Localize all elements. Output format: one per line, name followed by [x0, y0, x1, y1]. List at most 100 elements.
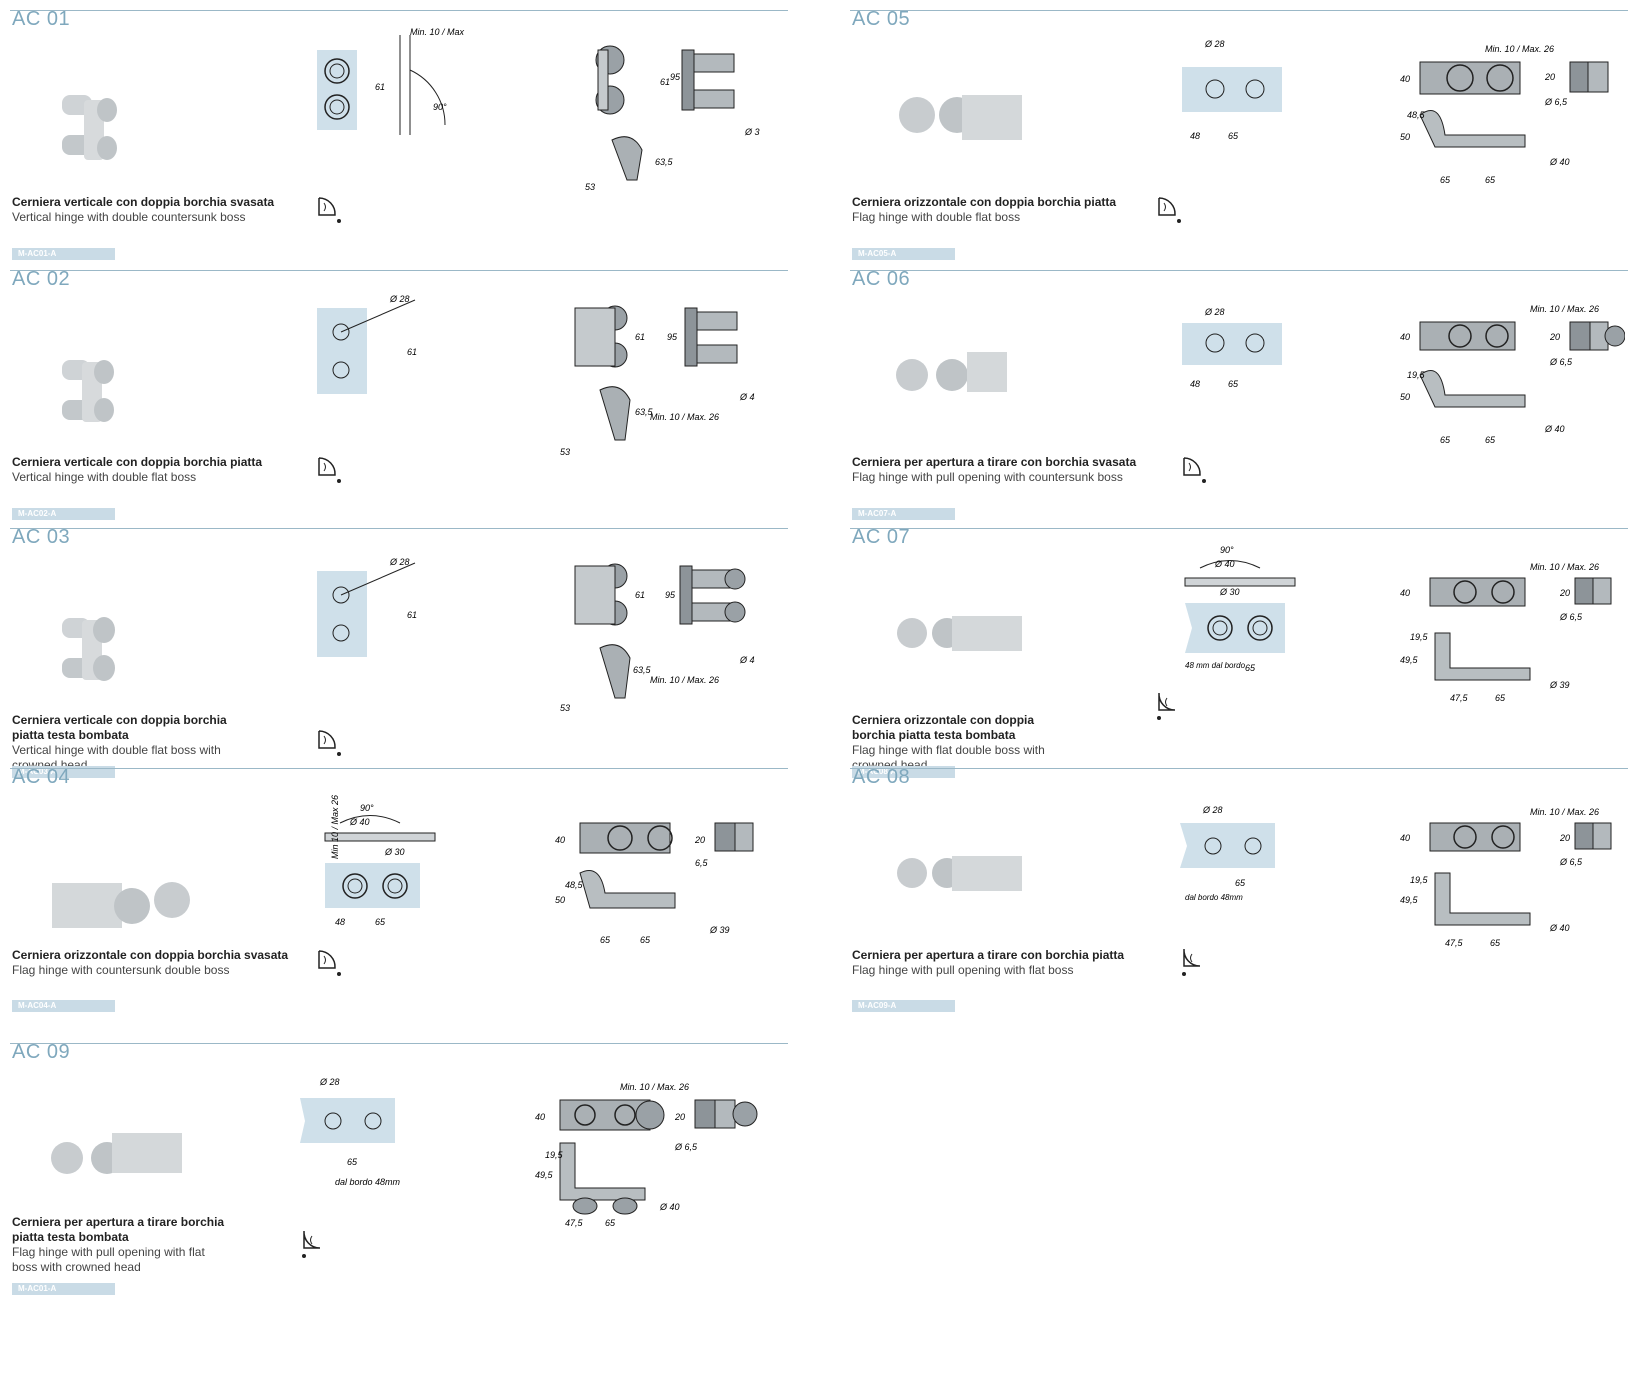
dim-label: 50	[1400, 392, 1410, 402]
dim-label: 40	[1400, 332, 1410, 342]
dim-label: 53	[585, 182, 595, 192]
divider	[10, 10, 788, 11]
dim-label: Ø 6,5	[1549, 357, 1573, 367]
description-english: Flag hinge with pull opening with flat b…	[12, 1245, 205, 1274]
dim-label: Ø 28	[319, 1077, 340, 1087]
product-photo	[897, 616, 1022, 651]
dim-label: 63,5	[635, 407, 654, 417]
technical-drawing-front: Ø 28 65 dal bordo 48mm	[1180, 805, 1275, 902]
dim-label: 20	[1549, 332, 1560, 342]
product-description: Cerniera orizzontale con doppia borchia …	[12, 948, 332, 978]
dim-label: 95	[667, 332, 678, 342]
dim-label: 47,5	[565, 1218, 584, 1228]
dim-label: 20	[1559, 588, 1570, 598]
dim-label: Ø 6,5	[1559, 612, 1583, 622]
dim-label: 90°	[433, 102, 447, 112]
divider	[10, 1043, 788, 1044]
product-description: Cerniera per apertura a tirare con borch…	[852, 455, 1172, 485]
dim-label: 61	[375, 82, 385, 92]
divider	[10, 768, 788, 769]
technical-drawing-side: Min. 10 / Max. 26 40 20 Ø 6,5 49,5 19,5 …	[1400, 807, 1612, 948]
product-code: AC 02	[12, 268, 71, 290]
dim-label: 61	[635, 590, 645, 600]
dim-label: Min. 10 / Max. 26	[1530, 562, 1599, 572]
dim-label: 50	[555, 895, 565, 905]
technical-drawing-side: Min. 10 / Max. 26 40 20 Ø 6,5 50 19,5 65…	[1400, 304, 1625, 445]
dim-label: 65	[1228, 379, 1239, 389]
dim-label: dal bordo 48mm	[335, 1177, 401, 1187]
dim-label: 48	[335, 917, 345, 927]
product-description: Cerniera verticale con doppia borchia pi…	[12, 713, 232, 773]
description-italian: Cerniera orizzontale con doppia borchia …	[852, 713, 1035, 742]
description-english: Flag hinge with pull opening with counte…	[852, 470, 1123, 484]
dim-label: Ø 28	[1204, 307, 1225, 317]
dim-label: 61	[407, 347, 417, 357]
dim-label: 40	[535, 1112, 545, 1122]
dim-label: 61	[660, 77, 670, 87]
dim-label: Ø 6,5	[1544, 97, 1568, 107]
technical-drawing-front: Min. 10 / Max 26 61 90°	[317, 27, 465, 135]
reference-tag: M-AC07-A	[852, 508, 955, 520]
product-code: AC 06	[852, 268, 911, 290]
opening-angle-icon	[300, 1228, 330, 1264]
dim-label: Min 10 / Max 26	[330, 795, 340, 859]
product-description: Cerniera per apertura a tirare con borch…	[852, 948, 1172, 978]
dim-label: Ø 40	[1549, 923, 1570, 933]
dim-label: 65	[1228, 131, 1239, 141]
dim-label: Ø 30	[1219, 587, 1240, 597]
dim-label: 40	[555, 835, 565, 845]
dim-label: 63,5	[633, 665, 652, 675]
technical-drawing-side: Min. 10 / Max. 26 40 20 Ø 6,5 50 48,5 65…	[1400, 44, 1609, 185]
technical-drawing-front: Min 10 / Max 26 90° Ø 40 Ø 30 48 65	[324, 795, 436, 927]
dim-label: 65	[1495, 693, 1506, 703]
product-photo	[896, 352, 1007, 392]
reference-tag: M-AC04-A	[12, 1000, 115, 1012]
dim-label: 48 mm dal bordo	[1185, 661, 1246, 670]
dim-label: 20	[1544, 72, 1555, 82]
opening-angle-icon	[315, 728, 345, 764]
product-description: Cerniera orizzontale con doppia borchia …	[852, 195, 1162, 225]
divider	[10, 270, 788, 271]
dim-label: 65	[600, 935, 611, 945]
dim-label: Ø 40	[739, 655, 755, 665]
product-section-ac02: AC 02 Cerniera verticale con doppia borc…	[10, 260, 790, 540]
description-english: Flag hinge with pull opening with flat b…	[852, 963, 1074, 977]
dim-label: Ø 6,5	[674, 1142, 698, 1152]
divider	[850, 768, 1628, 769]
dim-label: 49,5	[1400, 655, 1419, 665]
dim-label: 53	[560, 703, 570, 713]
divider	[850, 10, 1628, 11]
dim-label: 19,5	[545, 1150, 564, 1160]
technical-drawing-front: Ø 28 65 dal bordo 48mm	[300, 1077, 401, 1187]
dim-label: 65	[1235, 878, 1246, 888]
dim-label: 49,5	[1400, 895, 1419, 905]
dim-label: Ø 28	[1202, 805, 1223, 815]
technical-drawing-front: Ø 28 48 65	[1182, 307, 1282, 389]
dim-label: Ø 39	[744, 127, 760, 137]
technical-drawing-side: 61 95 Ø 39 63,5 53	[585, 45, 760, 192]
description-english: Flag hinge with countersunk double boss	[12, 963, 230, 977]
dim-label: dal bordo 48mm	[1185, 893, 1243, 902]
reference-tag: M-AC03-A	[12, 766, 115, 778]
product-section-ac09: AC 09 Cerniera per apertura a tirare bor…	[10, 1033, 790, 1313]
product-section-ac06: AC 06 Cerniera per apertura a tirare con…	[850, 260, 1630, 540]
dim-label: 90°	[360, 803, 374, 813]
description-italian: Cerniera per apertura a tirare borchia p…	[12, 1215, 225, 1244]
dim-label: 20	[1559, 833, 1570, 843]
product-code: AC 03	[12, 526, 71, 548]
technical-drawing-side: 61 95 Min. 10 / Max. 26 Ø 40 63,5 53	[560, 305, 755, 457]
product-photo	[62, 360, 114, 422]
product-code: AC 04	[12, 766, 71, 788]
description-italian: Cerniera orizzontale con doppia borchia …	[852, 195, 1117, 209]
dim-label: 40	[1400, 833, 1410, 843]
opening-angle-icon	[315, 455, 345, 491]
dim-label: 95	[670, 72, 681, 82]
dim-label: Ø 39	[1549, 680, 1570, 690]
dim-label: Min. 10 / Max 26	[410, 27, 465, 37]
dim-label: Ø 6,5	[1559, 857, 1583, 867]
description-italian: Cerniera verticale con doppia borchia sv…	[12, 195, 275, 209]
product-section-ac08: AC 08 Cerniera per apertura a tirare con…	[850, 758, 1630, 1038]
dim-label: Ø 40	[1214, 559, 1235, 569]
dim-label: 65	[1440, 175, 1451, 185]
product-code: AC 09	[12, 1041, 71, 1063]
